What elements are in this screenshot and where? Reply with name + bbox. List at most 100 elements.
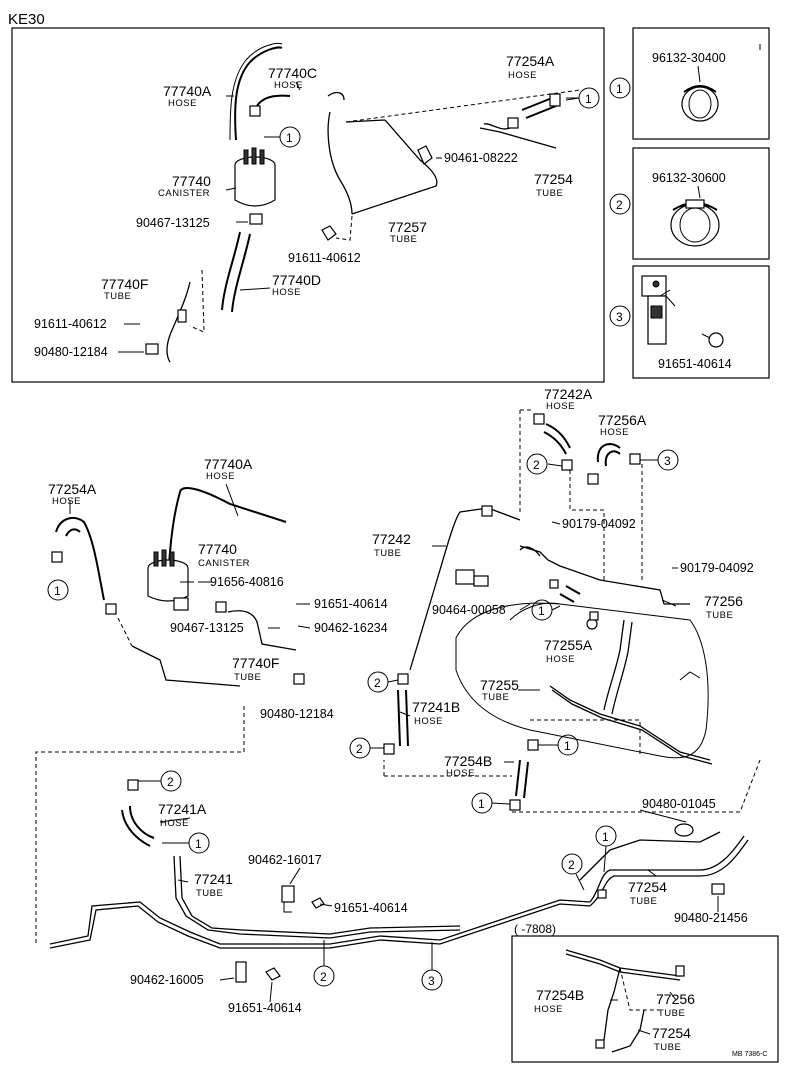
legend-callout-3: 3	[609, 305, 631, 327]
svg-text:1: 1	[54, 584, 61, 598]
svg-text:1: 1	[585, 92, 592, 106]
svg-text:77740C: 77740C	[268, 65, 317, 81]
svg-text:1: 1	[602, 830, 609, 844]
callout-circle: 2	[526, 453, 548, 475]
part-label: 77256A HOSE	[598, 412, 647, 438]
part-label: 77256 TUBE	[704, 593, 743, 621]
part-label: 77740 CANISTER	[158, 173, 211, 199]
svg-text:77256: 77256	[704, 593, 743, 609]
svg-text:TUBE: TUBE	[104, 291, 131, 302]
callout-circle: 1	[471, 792, 493, 814]
svg-text:CANISTER: CANISTER	[198, 558, 250, 569]
upper-bracket-90461	[417, 145, 433, 165]
svg-text:2: 2	[167, 775, 174, 789]
part-label: 77740A HOSE	[204, 456, 253, 482]
svg-text:90462-16017: 90462-16017	[248, 853, 322, 867]
svg-text:77254: 77254	[534, 171, 573, 187]
inset-tubes	[565, 949, 685, 1053]
part-label: 90179-04092	[562, 517, 636, 531]
svg-text:77256: 77256	[656, 991, 695, 1007]
legend-part-2: 96132-30600	[652, 171, 726, 185]
mid-tube-77256	[519, 464, 690, 605]
part-label: 77254 TUBE	[534, 171, 573, 199]
part-label: 77242 TUBE	[372, 531, 411, 559]
svg-text:77254B: 77254B	[536, 987, 584, 1003]
part-label: 77241A HOSE	[158, 801, 207, 829]
mid-bracket-90464	[455, 569, 489, 587]
mid-hose-77254a	[51, 516, 117, 615]
callout-circle: 2	[160, 770, 182, 792]
part-label: 77740F TUBE	[232, 655, 279, 683]
svg-text:HOSE: HOSE	[600, 427, 629, 438]
svg-text:77242A: 77242A	[544, 386, 593, 402]
upper-tube-77257	[327, 89, 581, 241]
upper-cap-90480	[145, 343, 159, 355]
svg-text:2: 2	[616, 198, 623, 212]
hose-clamp-small-icon	[681, 65, 719, 122]
callout-circle: 1	[595, 825, 617, 847]
svg-text:HOSE: HOSE	[534, 1004, 563, 1015]
callout-circle: 2	[313, 965, 335, 987]
upper-hose-77740a	[229, 43, 283, 141]
lower-grommet-90480	[674, 823, 725, 895]
mid-hose-77256a	[587, 443, 641, 485]
callout-circle: 2	[367, 671, 389, 693]
diagram-code: MB 7386-C	[732, 1051, 767, 1058]
svg-text:77254A: 77254A	[48, 481, 97, 497]
lower-hose-77241a	[121, 779, 155, 847]
svg-text:TUBE: TUBE	[658, 1008, 685, 1019]
callout-circle: 1	[47, 579, 69, 601]
svg-text:TUBE: TUBE	[196, 888, 223, 899]
svg-text:77740F: 77740F	[232, 655, 279, 671]
svg-text:HOSE: HOSE	[414, 716, 443, 727]
svg-text:2: 2	[356, 742, 363, 756]
part-label: 90462-16005	[130, 973, 204, 987]
upper-canister-77740	[234, 147, 276, 225]
part-label: 90480-21456	[674, 911, 748, 925]
part-label: 77254A HOSE	[506, 53, 555, 81]
part-label: 77740C HOSE	[268, 65, 317, 91]
svg-text:77242: 77242	[372, 531, 411, 547]
svg-text:77255A: 77255A	[544, 637, 593, 653]
lower-clip-90462-16017	[281, 885, 325, 913]
mid-hose-77255a	[549, 579, 599, 621]
part-label: 90467-13125	[170, 621, 244, 635]
part-label: 90480-12184	[260, 707, 334, 721]
callout-circle: 3	[421, 969, 443, 991]
svg-text:3: 3	[664, 454, 671, 468]
mid-tube-77255	[530, 619, 713, 765]
mid-canister-77740	[147, 549, 189, 611]
mid-fuel-tank	[455, 602, 709, 759]
upper-tube-77254	[479, 117, 557, 149]
svg-text:91651-40614: 91651-40614	[228, 1001, 302, 1015]
callout-connectors	[138, 97, 658, 970]
part-label: 90462-16017	[248, 853, 322, 867]
svg-text:HOSE: HOSE	[272, 287, 301, 298]
part-label: 77257 TUBE	[388, 219, 427, 245]
mid-hose-77242a	[533, 413, 573, 471]
part-label: 77740 CANISTER	[198, 541, 250, 569]
svg-text:HOSE: HOSE	[546, 654, 575, 665]
legend-part-3: 91651-40614	[658, 357, 732, 371]
svg-text:2: 2	[533, 458, 540, 472]
part-label: 77255 TUBE	[480, 677, 519, 703]
svg-text:HOSE: HOSE	[168, 98, 197, 109]
svg-text:2: 2	[568, 858, 575, 872]
part-label: 77254 TUBE	[628, 879, 667, 907]
svg-text:77257: 77257	[388, 219, 427, 235]
part-label: 77740D HOSE	[272, 272, 321, 298]
part-label: 77255A HOSE	[544, 637, 593, 665]
svg-text:90467-13125: 90467-13125	[136, 216, 210, 230]
legend-part-1: 96132-30400	[652, 51, 726, 65]
svg-text:1: 1	[478, 797, 485, 811]
mid-hose-77241b	[383, 673, 409, 755]
svg-text:77255: 77255	[480, 677, 519, 693]
svg-text:TUBE: TUBE	[654, 1042, 681, 1053]
part-label: 90480-01045	[642, 797, 716, 811]
svg-text:90462-16005: 90462-16005	[130, 973, 204, 987]
svg-text:HOSE: HOSE	[446, 768, 475, 779]
part-label: 90461-08222	[444, 151, 518, 165]
svg-text:HOSE: HOSE	[52, 496, 81, 507]
svg-text:HOSE: HOSE	[546, 401, 575, 412]
svg-text:90480-21456: 90480-21456	[674, 911, 748, 925]
